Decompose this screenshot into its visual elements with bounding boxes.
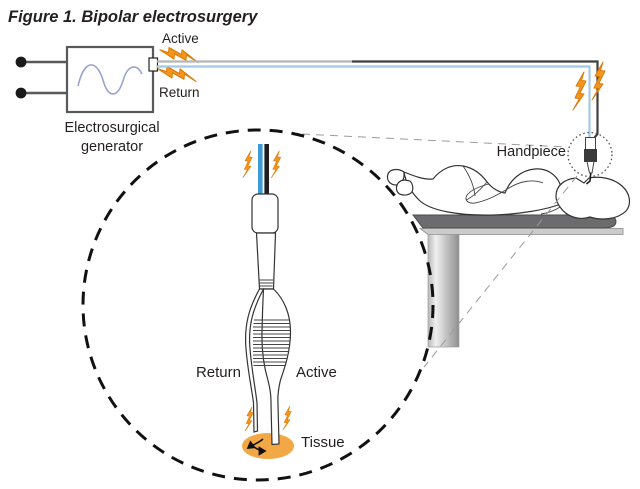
handpiece-cable: [157, 60, 606, 141]
input-terminal-dot: [15, 87, 27, 99]
patient-arm-line: [465, 180, 544, 204]
lightning-bolt-icon: [271, 150, 281, 178]
patient: [386, 164, 631, 220]
bipolar-forceps: [244, 193, 292, 446]
forceps-wire-black: [264, 144, 269, 194]
input-terminal-dot: [15, 56, 27, 68]
forceps-return-arm: [244, 288, 265, 433]
handpiece-label: Handpiece: [497, 144, 566, 160]
operating-table: [411, 214, 624, 348]
forceps-active-label: Active: [296, 364, 337, 381]
handpiece-nose: [586, 161, 595, 174]
figure-title: Figure 1. Bipolar electrosurgery: [8, 8, 258, 26]
output-connector: [148, 57, 159, 72]
patient-head: [555, 176, 631, 220]
lightning-bolt-icon: [159, 46, 199, 64]
forceps-wire-blue: [258, 144, 263, 194]
lightning-bolt-icon: [244, 406, 254, 432]
generator-caption-line1: Electrosurgical: [64, 120, 159, 136]
generator-return-label: Return: [159, 85, 200, 100]
forceps-serrations: [253, 319, 290, 366]
generator-active-label: Active: [162, 31, 199, 46]
callout-line-top: [301, 133, 567, 148]
magnified-view: Return Active Tissue: [81, 128, 435, 482]
magnifier-dashed-circle: [81, 128, 435, 482]
generator-caption-line2: generator: [81, 139, 143, 155]
forceps-hub: [251, 193, 279, 234]
lightning-bolt-icon: [572, 71, 587, 111]
lightning-bolt-icon: [157, 65, 197, 83]
sine-wave-icon: [77, 64, 143, 95]
electrosurgical-generator: Active Return Electrosurgical generator: [15, 31, 200, 155]
cable-blue-segment: [157, 65, 591, 140]
patient-leg-line: [462, 165, 488, 201]
forceps-neck-ridges: [259, 279, 273, 287]
current-arrow-icon: [246, 438, 264, 449]
lightning-bolt-icon: [282, 405, 292, 431]
forceps-return-label: Return: [196, 364, 241, 381]
forceps-active-arm: [261, 288, 292, 446]
lightning-bolt-icon: [242, 150, 253, 178]
tissue-ellipse: [242, 433, 294, 459]
generator-box: [65, 45, 155, 114]
forceps-neck: [255, 232, 277, 290]
cable-gray-dark-segment: [352, 60, 599, 141]
callout-line-bottom: [423, 175, 578, 368]
table-rim: [418, 228, 624, 235]
handpiece: Handpiece: [497, 131, 613, 185]
handpiece-grip: [584, 149, 597, 162]
handpiece-tip: [585, 172, 592, 185]
patient-body-outline: [403, 164, 562, 216]
patient-shoulder-line: [540, 206, 561, 215]
handpiece-body: [585, 137, 596, 151]
patient-foot-lower: [395, 179, 414, 196]
tissue-label: Tissue: [301, 434, 345, 451]
current-arrow-icon: [249, 442, 267, 456]
